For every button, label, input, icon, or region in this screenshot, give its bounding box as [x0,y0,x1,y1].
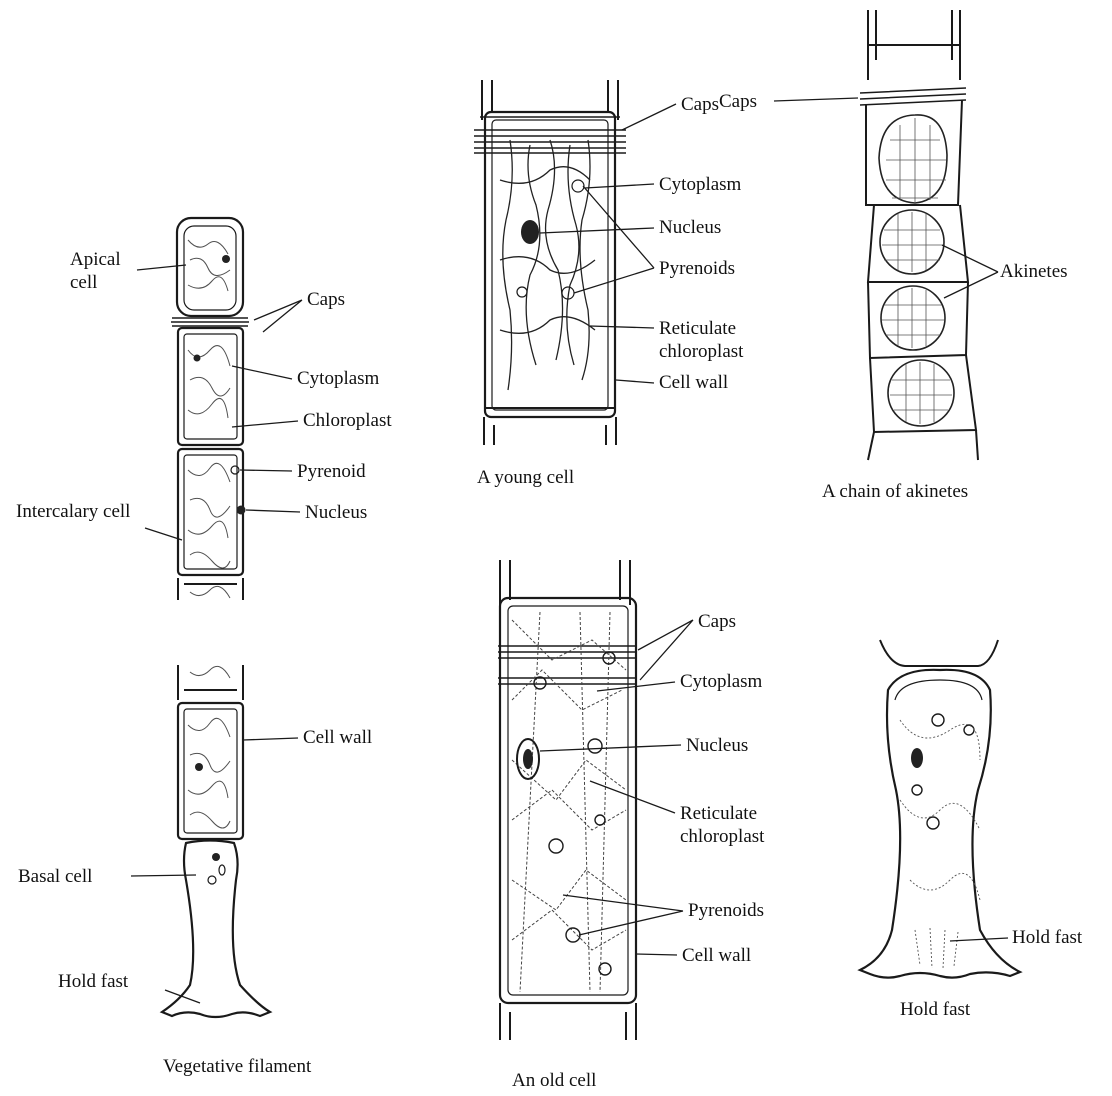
label-chloroplast: Chloroplast [303,410,392,431]
label-old-nucleus: Nucleus [686,735,748,756]
hold-fast-drawing [860,640,1020,978]
label-hold-fast: Hold fast [58,971,129,992]
intercalary-nucleus [237,506,246,515]
caption-old-cell: An old cell [512,1070,596,1091]
akinete-caps [860,88,966,105]
apical-cell [177,218,243,316]
label-young-cell-wall: Cell wall [659,372,728,393]
label-old-caps: Caps [698,611,736,632]
akinete-4 [888,360,954,426]
label-apical-cell-2: cell [70,272,97,293]
label-akinete-caps: Caps [719,91,757,112]
lower-cell [178,703,243,839]
label-intercalary-cell: Intercalary cell [16,501,130,522]
vegetative-filament-labels: Apical cell Caps Cytoplasm Chloroplast P… [16,249,392,1077]
old-cell-drawing [498,560,636,1040]
label-young-reticulate-2: chloroplast [659,341,744,362]
caption-akinetes: A chain of akinetes [822,481,968,502]
akinete-1 [879,115,947,203]
old-caps [498,646,636,684]
basal-cell [162,841,270,1018]
hold-fast-nucleus [911,748,923,768]
akinete-3 [881,286,945,350]
label-pyrenoid: Pyrenoid [297,461,366,482]
vegetative-filament-drawing [162,218,270,1017]
label-nucleus: Nucleus [305,502,367,523]
label-caps: Caps [307,289,345,310]
caption-young-cell: A young cell [477,467,574,488]
label-young-reticulate-1: Reticulate [659,318,736,339]
label-young-caps: Caps [681,94,719,115]
label-old-cell-wall: Cell wall [682,945,751,966]
label-young-nucleus: Nucleus [659,217,721,238]
old-cell-labels: Caps Cytoplasm Nucleus Reticulate chloro… [512,611,765,1091]
label-young-pyrenoids: Pyrenoids [659,258,735,279]
apical-nucleus [222,255,230,263]
label-apical-cell-1: Apical [70,249,121,270]
label-old-cytoplasm: Cytoplasm [680,671,763,692]
label-cytoplasm: Cytoplasm [297,368,380,389]
label-young-cytoplasm: Cytoplasm [659,174,742,195]
young-cell-drawing [474,80,626,445]
label-old-reticulate-2: chloroplast [680,826,765,847]
young-cell-wall [485,112,615,417]
label-hold-fast-detail: Hold fast [1012,927,1083,948]
akinetes-chain-drawing [860,10,978,460]
caption-vegetative-filament: Vegetative filament [163,1056,312,1077]
label-akinetes: Akinetes [1000,261,1068,282]
caption-hold-fast: Hold fast [900,999,971,1020]
label-cell-wall: Cell wall [303,727,372,748]
label-old-reticulate-1: Reticulate [680,803,757,824]
pyrenoid [231,466,239,474]
young-caps [474,117,626,153]
label-basal-cell: Basal cell [18,866,92,887]
label-old-pyrenoids: Pyrenoids [688,900,764,921]
hold-fast-cell [860,670,1020,978]
caps-rings [171,318,249,326]
young-nucleus [521,220,539,244]
